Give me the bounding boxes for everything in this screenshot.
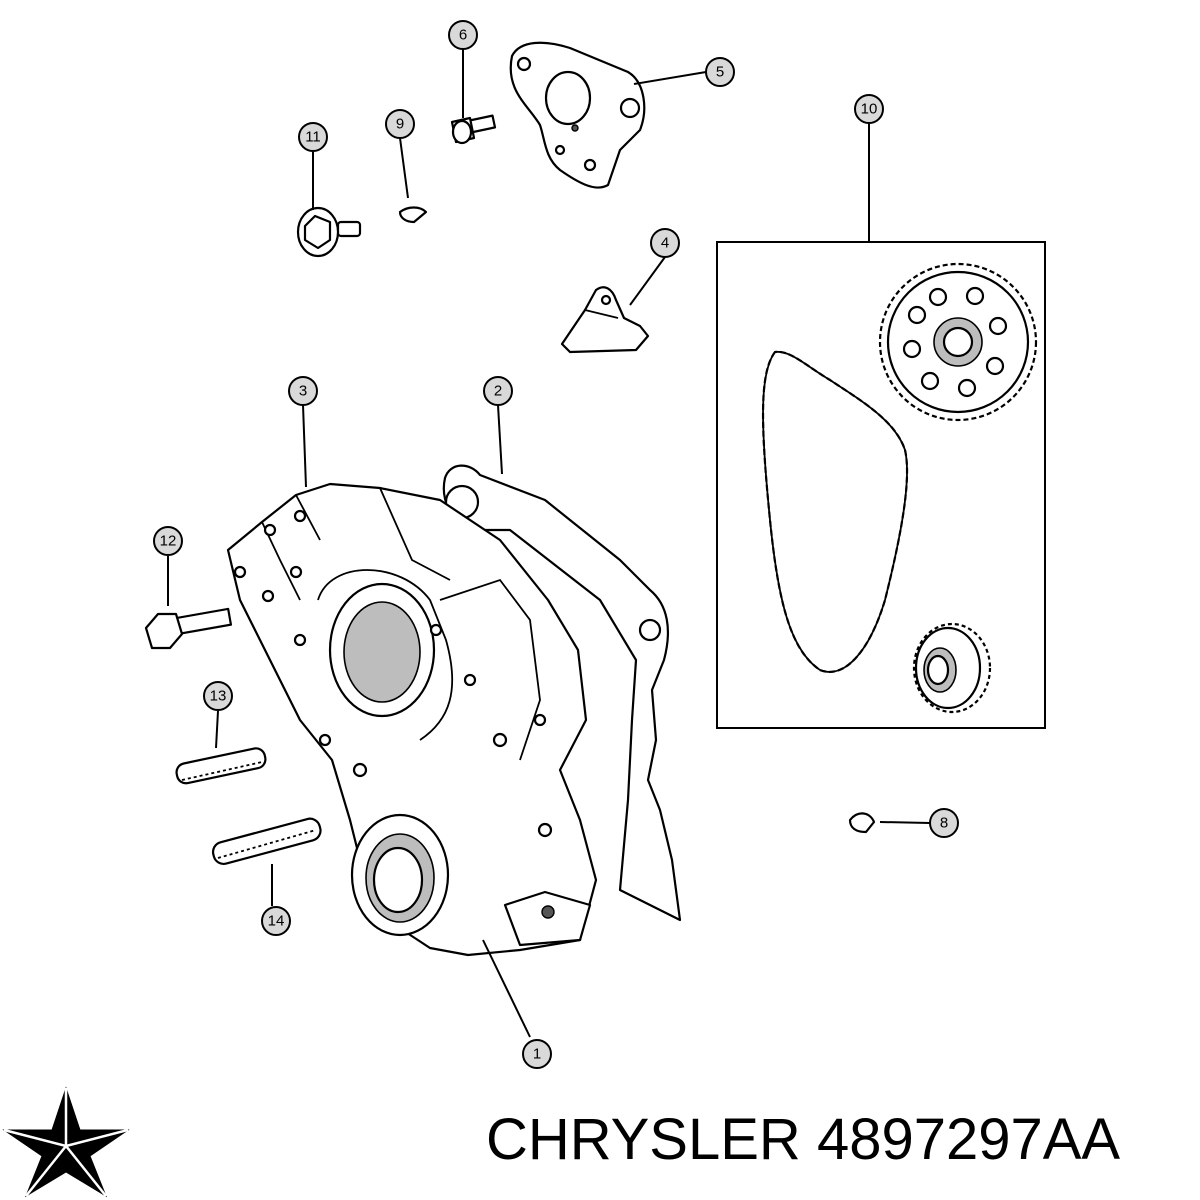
callout-2: 2 — [483, 376, 513, 406]
svg-text:13: 13 — [210, 688, 227, 705]
svg-text:3: 3 — [299, 383, 307, 400]
crankshaft-sprocket — [912, 622, 992, 714]
svg-text:4: 4 — [661, 235, 669, 252]
callout-5: 5 — [705, 57, 735, 87]
callout-1: 1 — [522, 1039, 552, 1069]
callout-13: 13 — [203, 681, 233, 711]
svg-text:8: 8 — [940, 815, 948, 832]
callout-6: 6 — [448, 20, 478, 50]
callout-12: 12 — [153, 526, 183, 556]
timing-set-box — [716, 241, 1046, 729]
svg-text:6: 6 — [459, 27, 467, 44]
svg-text:14: 14 — [268, 913, 285, 930]
woodruff-key-upper — [398, 206, 428, 224]
long-stud — [211, 817, 322, 866]
short-stud — [175, 747, 267, 785]
small-bolt — [450, 114, 497, 145]
callout-9: 9 — [385, 109, 415, 139]
leader-lines — [167, 49, 931, 1038]
svg-text:5: 5 — [716, 64, 724, 81]
svg-text:1: 1 — [533, 1046, 541, 1063]
svg-text:9: 9 — [396, 116, 404, 133]
svg-text:12: 12 — [160, 533, 177, 550]
camshaft-sprocket — [878, 262, 1038, 422]
timing-cover — [226, 482, 598, 957]
brand-part-number: CHRYSLER 4897297AA — [486, 1106, 1120, 1173]
svg-text:2: 2 — [494, 383, 502, 400]
brand-name: CHRYSLER — [486, 1107, 801, 1172]
callout-4: 4 — [650, 228, 680, 258]
timing-chain — [761, 350, 909, 673]
callout-14: 14 — [261, 906, 291, 936]
svg-text:10: 10 — [861, 101, 878, 118]
callout-3: 3 — [288, 376, 318, 406]
callout-11: 11 — [298, 122, 328, 152]
callout-10: 10 — [854, 94, 884, 124]
callout-8: 8 — [929, 808, 959, 838]
svg-text:11: 11 — [305, 129, 321, 146]
woodruff-key-lower — [848, 812, 876, 834]
pentastar-icon — [2, 1086, 130, 1198]
flange-bolt — [296, 206, 362, 258]
chain-guide-bracket — [560, 286, 650, 354]
tensioner-plate — [509, 41, 646, 189]
part-number: 4897297AA — [816, 1107, 1121, 1172]
hex-bolt — [144, 607, 233, 650]
